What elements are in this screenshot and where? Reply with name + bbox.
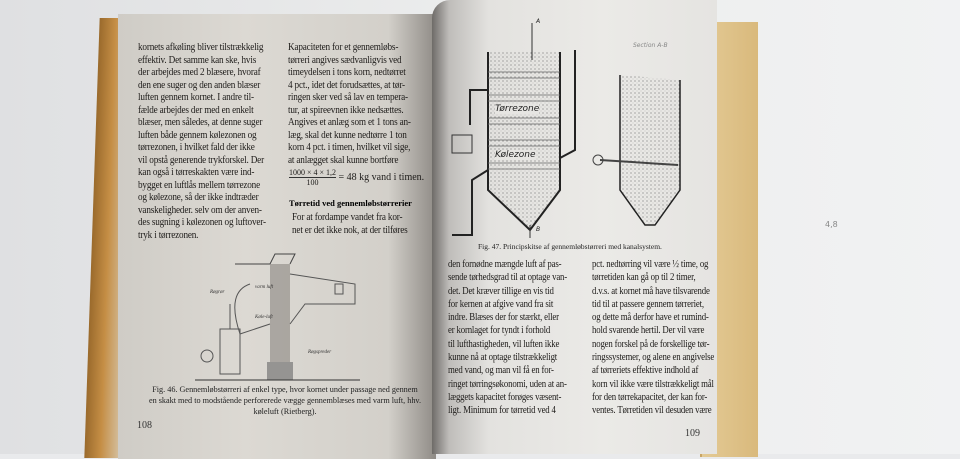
text-line: blæser, men således, at denne suger — [138, 117, 263, 128]
figure-47-dryer-diagram — [451, 23, 681, 238]
text-line: pct. nedtørring vil være ½ time, og — [592, 259, 709, 270]
text-line: tryk i tørrezonen. — [138, 229, 199, 241]
text-line: læg, skal det kunne nedtørre 1 ton — [288, 129, 407, 141]
fig46-label-kole-luft: Køle-luft — [255, 315, 273, 320]
page-number-right: 109 — [685, 428, 700, 439]
text-line: fælde arbejdes der med en enkelt — [138, 104, 254, 116]
text-line: kornets afkøling bliver tilstrækkelig — [138, 42, 264, 53]
text-line: tørreri angives sædvanligvis ved — [288, 54, 402, 66]
text-line: tørrezonen, i hvilket fald der ikke — [138, 142, 255, 153]
text-line: 4 pct., idet det forudsættes, at tør- — [288, 79, 405, 91]
text-line: des sugning i kølezonen og luftover- — [138, 217, 266, 228]
fig46-label-rogror: Røgrør — [210, 290, 225, 295]
left-column-2-continued: For at fordampe vandet fra kor-net er de… — [292, 212, 408, 237]
text-line: at anlægget skal kunne bortføre — [288, 154, 399, 166]
text-line: effektiv. Det samme kan ske, hvis — [138, 54, 257, 66]
text-line: net er det ikke nok, at der tilføres — [292, 224, 408, 236]
formula-result: = 48 kg vand i timen. — [338, 171, 425, 183]
text-line: luften gennem kornet. I andre til- — [138, 92, 254, 103]
text-line: det. Det kræver tillige en vis tid — [448, 285, 554, 297]
text-line: for kernen at afgive vand fra sit — [448, 298, 554, 310]
text-line: d.v.s. at kornet må have tilsvarende — [592, 285, 710, 297]
section-heading: Tørretid ved gennemløbstørrerier — [289, 198, 412, 208]
text-line: sende tørhedsgrad til at optage van- — [448, 272, 568, 284]
page-number-left: 108 — [137, 420, 152, 431]
text-line: indre. Blæses der for stærkt, eller — [448, 312, 559, 324]
text-line: vanskeligheder. selv om der anven- — [138, 204, 262, 216]
text-line: til lufthastigheden, vil luften ikke — [448, 338, 560, 350]
text-line: og kølezone, så der ikke indtræder — [138, 192, 259, 203]
right-column-1: den fornødne mængde luft af pas-sende tø… — [448, 258, 567, 418]
text-line: er kornlaget for tyndt i forhold — [448, 325, 551, 337]
text-line: Kapaciteten for et gennemløbs- — [288, 42, 399, 53]
formula-numerator: 1000 × 4 × 1,2 — [289, 168, 337, 178]
text-line: ventes. Tørretiden vil desuden være — [592, 405, 712, 417]
pencil-mark: 4,8 — [825, 220, 838, 229]
text-line: den fornødne mængde luft af pas- — [448, 259, 562, 270]
fig47-label-b: B — [536, 226, 541, 233]
text-line: en skakt med to modstående perforerede v… — [148, 396, 422, 405]
text-line: bygget en luftlås mellem tørrezone — [138, 179, 261, 191]
text-line: ringet tørringsøkonomi, uden at an- — [448, 378, 567, 390]
text-line: tur, at spireevnen ikke nedsættes. — [288, 104, 404, 116]
text-line: tid til at passere gennem tørreriet, — [592, 298, 704, 310]
text-line: luften både gennem kølezonen og — [138, 129, 257, 141]
left-column-2: Kapaciteten for et gennemløbs-tørreri an… — [288, 42, 411, 167]
text-line: Angives et anlæg som et 1 tons an- — [288, 117, 411, 128]
text-line: for den tørrekapacitet, der kan for- — [592, 391, 708, 403]
text-line: den ene suger og den anden blæser — [138, 79, 261, 91]
text-line: og dette må derfor have et rumind- — [592, 312, 709, 324]
text-line: timeydelsen i tons korn, nedtørret — [288, 67, 406, 78]
text-line: køleluft (Rietberg). — [253, 407, 317, 416]
text-line: nogen forskel på de forskellige tør- — [592, 338, 710, 350]
text-line: ringen sker ved så lav en tempera- — [288, 92, 408, 103]
figure-46-dryer — [195, 253, 360, 381]
formula-denominator: 100 — [306, 178, 319, 187]
text-line: med vand, og man vil få en for- — [448, 365, 554, 377]
figure-47-caption: Fig. 47. Principskitse af gennemløbstørr… — [478, 242, 662, 251]
text-line: korn 4 pct. i timen, hvilket vil sige, — [288, 142, 411, 153]
text-line: hold svarende hertil. Der vil være — [592, 325, 705, 337]
text-line: tørretiden kan gå op til 2 timer, — [592, 272, 696, 284]
text-line: der arbejdes med 2 blæsere, hvoraf — [138, 67, 261, 78]
right-column-2: pct. nedtørring vil være ½ time, og tørre… — [592, 258, 714, 418]
text-line: kan også i tørreskakten være ind- — [138, 167, 255, 178]
fig47-label-torrezone: Tørrezone — [495, 104, 540, 114]
text-line: For at fordampe vandet fra kor- — [292, 212, 403, 223]
fig46-label-varm-luft: varm luft — [255, 285, 274, 290]
formula: 1000 × 4 × 1,2 100 = 48 kg vand i timen. — [289, 168, 424, 187]
fig46-label-rogspreder: Røgspreder — [308, 350, 332, 355]
text-line: korn vil ikke være tilstrækkeligt mål — [592, 378, 714, 390]
text-line: Fig. 46. Gennemløbstørreri af enkel type… — [152, 385, 418, 394]
text-line: ringssystemer, og alene en angivelse — [592, 352, 715, 364]
text-line: vil opstå generende trykforskel. Der — [138, 154, 264, 166]
text-line: kunne nå at optage tilstrækkeligt — [448, 352, 558, 364]
left-page — [118, 14, 436, 459]
fig47-label-kolezone: Kølezone — [495, 150, 536, 160]
text-line: ligt. Minimum for tørretid ved 4 — [448, 405, 556, 417]
figure-46-caption: Fig. 46. Gennemløbstørreri af enkel type… — [140, 384, 430, 417]
text-line: læggets kapacitet forøges væsent- — [448, 391, 562, 403]
fig47-label-section: Section A-B — [633, 42, 668, 49]
text-line: af tørreriets effektive indhold af — [592, 365, 699, 377]
fig47-label-a: A — [536, 18, 541, 25]
